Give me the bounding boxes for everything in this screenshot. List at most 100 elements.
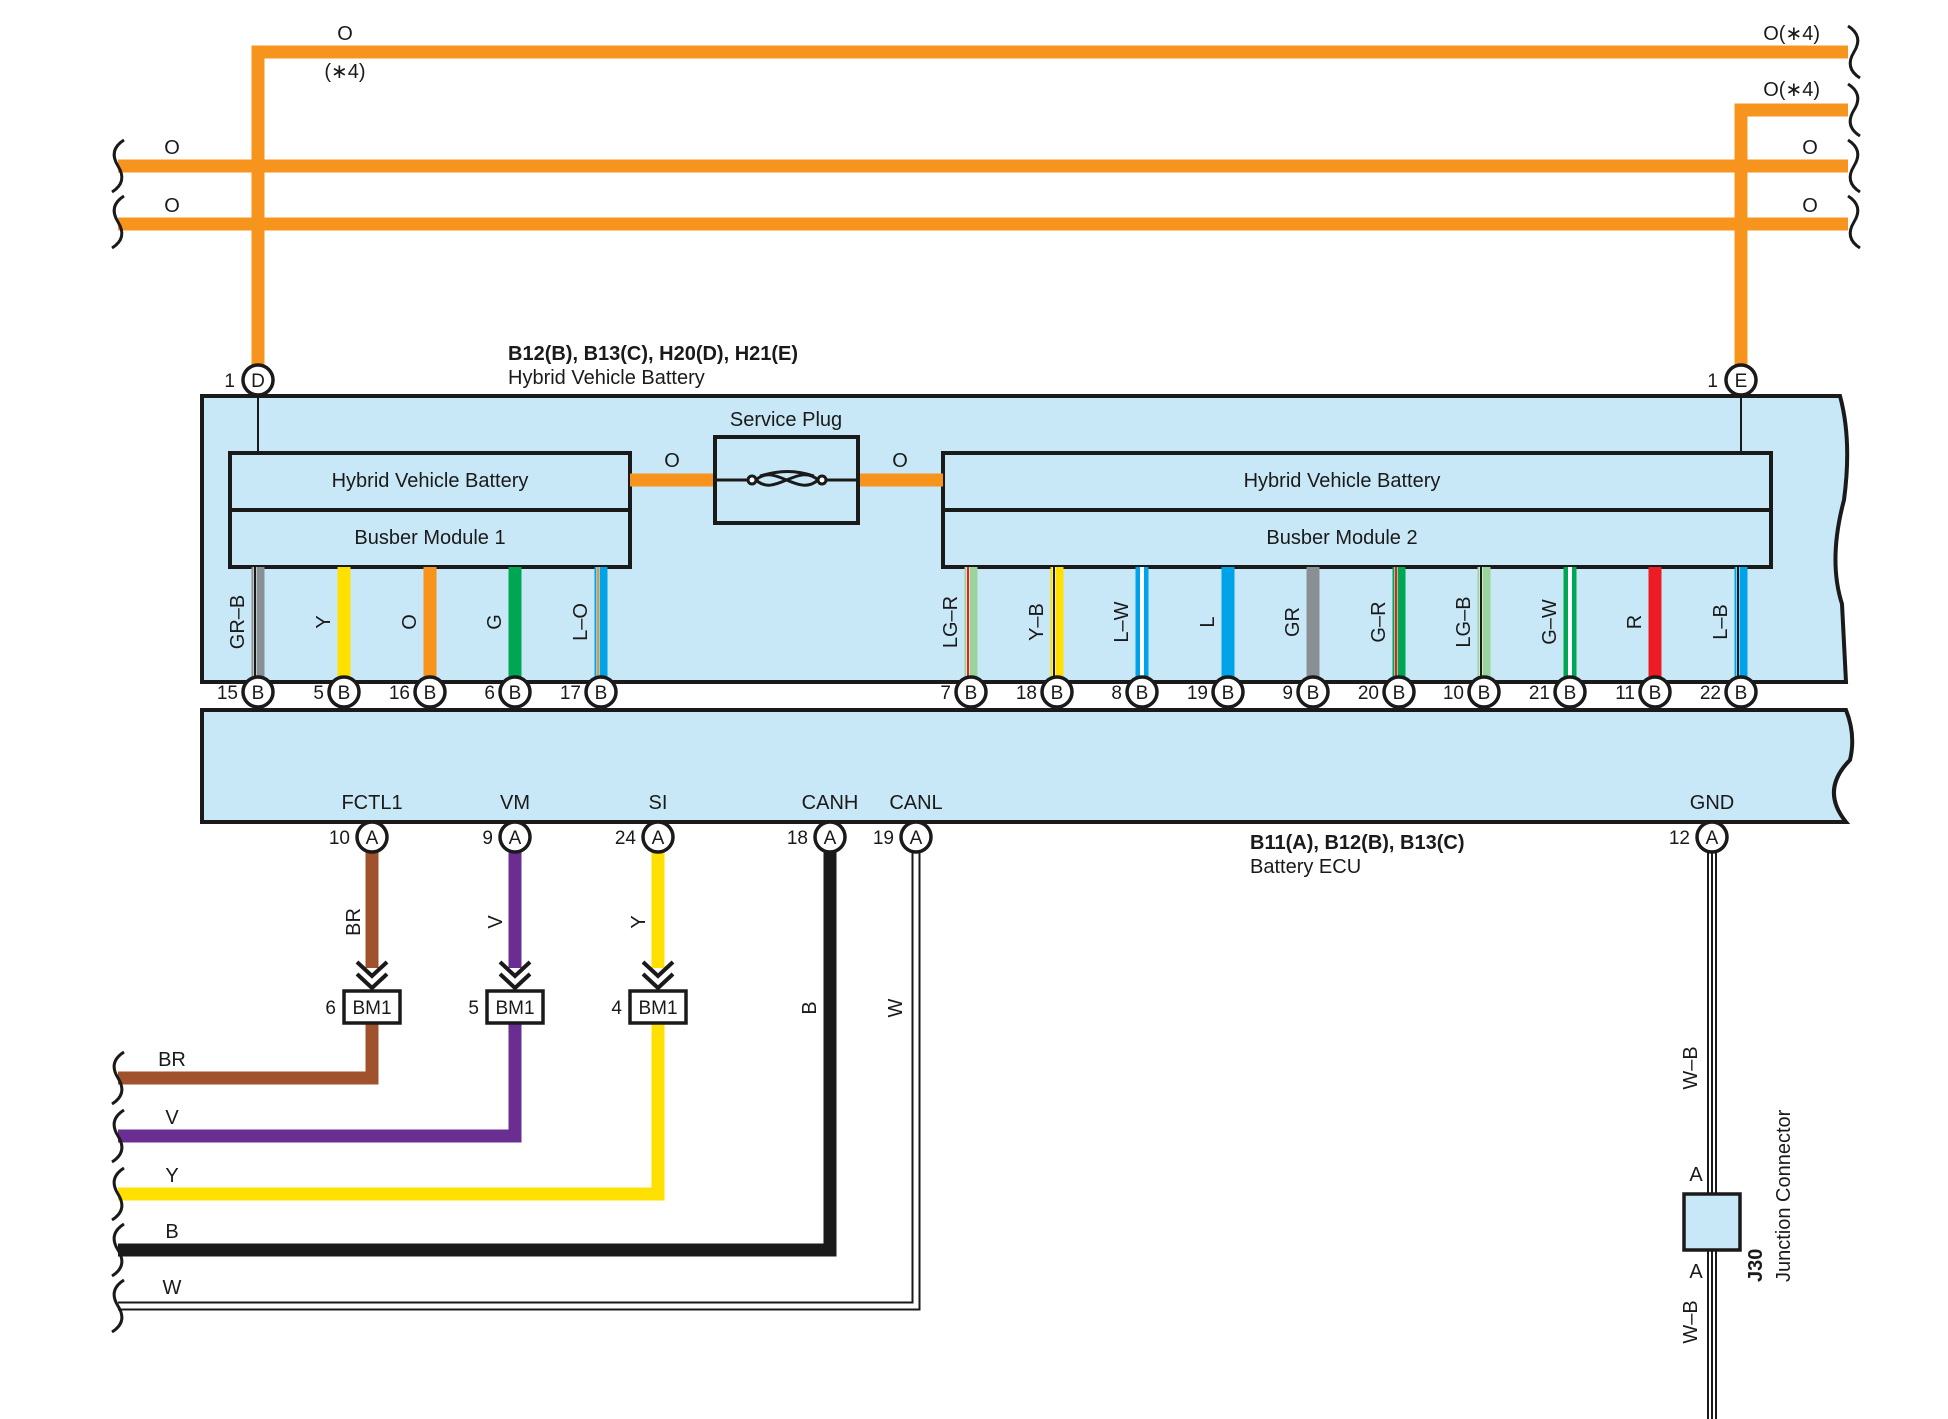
vbb-color-code: LG–B [1453,596,1475,647]
wire-y-vlabel: Y [628,915,650,928]
vbb-color-code: L [1197,616,1219,627]
vbb-pin-number: 16 [389,683,410,704]
break-right-1 [1847,24,1861,80]
battery-connectors: B12(B), B13(C), H20(D), H21(E) [508,343,798,365]
vbb-pin-number: 18 [1016,683,1037,704]
vbb-pin-number: 10 [1443,683,1464,704]
ecu-pins: A 10 A 9 A 24 A 18 A 19 A 12 [329,820,1729,854]
vbb-pin-circle [1467,675,1501,709]
vbb-pin-circle [1638,675,1672,709]
vbb-pin-letter: B [1307,683,1320,704]
vbb-pin-number: 6 [484,683,495,704]
vbb-pin-circle [1724,675,1758,709]
label-top-o: O [337,23,353,45]
vbb-pin-letter: B [965,683,978,704]
wire-o-e-pin [1734,103,1848,370]
vbb-color-code: GR–B [227,595,249,649]
bm1-box-si [628,989,688,1025]
chevron-icon [355,960,389,991]
wire-br-vlabel: BR [343,908,365,936]
fuse-icon [715,470,858,487]
vbb-pin-circle [1296,675,1330,709]
wire-br-lower [118,1022,379,1085]
j30-pin-bottom: A [1689,1261,1703,1283]
vbb-pin-number: 5 [313,683,324,704]
pin-canl-number: 19 [873,828,894,849]
bm1-label-fctl1: BM1 [352,998,391,1019]
pin-si-circle [641,820,675,854]
vbb-color-code: L–W [1111,601,1133,642]
pin-d-number: 1 [224,371,235,392]
wire-y-lower [118,1022,665,1201]
vbb-pin-circle [1040,675,1074,709]
vbb-pin-number: 19 [1187,683,1208,704]
vbb-pin-letter: B [1564,683,1577,704]
wire-b [118,852,837,1257]
wire-wb-vlabel-top: W–B [1680,1046,1702,1089]
wire-breaks [111,24,1861,250]
vbb-pin-circle [327,675,361,709]
vbb-color-code: O [399,614,421,630]
pin-fctl1-number: 10 [329,828,350,849]
label-top-right-2: O(∗4) [1763,79,1820,101]
vbb-color-code: Y–B [1026,603,1048,641]
module1-bottom-label: Busber Module 1 [354,527,505,549]
wire-v-lower [118,1022,522,1143]
plug-wire-right-label: O [892,450,908,472]
vbb-pin-letter: B [424,683,437,704]
wire-wb-vlabel-bottom: W–B [1680,1300,1702,1343]
pin-vm-number: 9 [482,828,493,849]
vbb-pin-number: 21 [1529,683,1550,704]
vbb-pin-circle [1382,675,1416,709]
bm1-box-fctl1 [342,989,402,1025]
vbb-pin-circle [954,675,988,709]
j30-box [1682,1192,1742,1252]
vbb-pin-circle [241,675,275,709]
vbb-pin-letter: B [1393,683,1406,704]
ecu-signal-canl: CANL [889,792,942,814]
bm1-label-vm: BM1 [495,998,534,1019]
vbb-color-code: R [1624,615,1646,629]
vbb-color-code: LG–R [940,596,962,648]
chevron-icon [641,960,675,991]
pin-canl-letter: A [910,828,923,849]
j30-code: J30 [1745,1249,1767,1282]
bm1-pin-vm: 5 [468,998,479,1019]
pin-d-letter: D [251,371,265,392]
vbb-pin-circle [413,675,447,709]
vbb-pin-letter: B [1051,683,1064,704]
top-wire-group [118,45,1848,370]
plug-wire-left-label: O [664,450,680,472]
pin-canl-circle [899,820,933,854]
ecu-signal-si: SI [649,792,668,814]
wire-b-vlabel: B [799,1001,821,1014]
wire-v-hlabel: V [165,1107,179,1129]
pin-si-number: 24 [615,828,637,849]
vbb-pin-circle [498,675,532,709]
break-right-2 [1847,82,1861,138]
vbb-color-code: L–B [1710,604,1732,640]
wire-b-hlabel: B [165,1221,178,1243]
pin-fctl1-circle [355,820,389,854]
pin-gnd-letter: A [1706,828,1719,849]
ecu-signal-gnd: GND [1690,792,1734,814]
bm1-pin-si: 4 [611,998,622,1019]
bm1-box-vm [485,989,545,1025]
module2-bottom-label: Busber Module 2 [1266,527,1417,549]
vbb-pin-letter: B [1649,683,1662,704]
vbb-pin-number: 11 [1615,683,1635,704]
ecu-body [200,708,1855,824]
vbb-pin-number: 7 [940,683,951,704]
j30-name: Junction Connector [1773,1109,1795,1282]
module2-top-label: Hybrid Vehicle Battery [1244,470,1441,492]
label-wire3-left: O [164,137,180,159]
vbb-pin-number: 17 [560,683,581,704]
ecu-signal-vm: VM [500,792,530,814]
j30-pin-top: A [1689,1164,1703,1186]
label-wire4-left: O [164,195,180,217]
bm1-pin-fctl1: 6 [325,998,336,1019]
pin-gnd-circle [1695,820,1729,854]
pin-d-circle [241,363,275,397]
vbb-pin-letter: B [595,683,608,704]
